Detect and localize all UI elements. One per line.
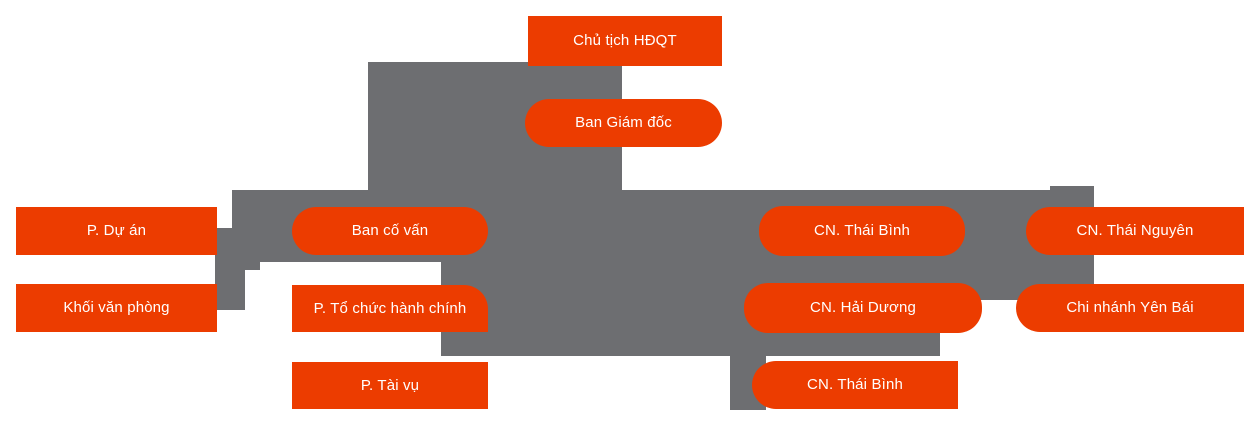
node-khoi-van-phong[interactable]: Khối văn phòng	[16, 284, 217, 332]
node-label: CN. Thái Bình	[807, 376, 903, 393]
node-ban-co-van[interactable]: Ban cố vấn	[292, 207, 488, 255]
node-label: Chi nhánh Yên Bái	[1066, 299, 1194, 316]
node-label: P. Tài vụ	[360, 376, 420, 394]
node-cn-hai-duong[interactable]: CN. Hải Dương	[744, 283, 982, 333]
node-label: P. Dự án	[86, 222, 147, 239]
node-label: Chủ tịch HĐQT	[573, 32, 677, 49]
node-label: Ban Giám đốc	[575, 114, 672, 131]
node-label: CN. Thái Nguyên	[1076, 222, 1194, 239]
node-p-to-chuc-hanh-chinh[interactable]: P. Tổ chức hành chính	[292, 285, 488, 332]
node-label: CN. Hải Dương	[809, 299, 917, 316]
node-label: Ban cố vấn	[351, 222, 429, 239]
node-label: Khối văn phòng	[63, 299, 170, 316]
node-label: P. Tổ chức hành chính	[313, 299, 467, 317]
node-p-du-an[interactable]: P. Dự án	[16, 207, 217, 255]
node-ban-giam-doc[interactable]: Ban Giám đốc	[525, 99, 722, 147]
node-cn-thai-binh-1[interactable]: CN. Thái Bình	[759, 206, 965, 256]
node-cn-thai-nguyen[interactable]: CN. Thái Nguyên	[1026, 207, 1244, 255]
connector-far-right-tip	[1050, 186, 1094, 208]
node-p-tai-vu[interactable]: P. Tài vụ	[292, 362, 488, 409]
node-label: CN. Thái Bình	[814, 222, 910, 239]
node-chi-nhanh-yen-bai[interactable]: Chi nhánh Yên Bái	[1016, 284, 1244, 332]
connector-left-stub-b	[215, 262, 245, 310]
node-chu-tich-hdqt[interactable]: Chủ tịch HĐQT	[528, 16, 722, 66]
node-cn-thai-binh-2[interactable]: CN. Thái Bình	[752, 361, 958, 409]
